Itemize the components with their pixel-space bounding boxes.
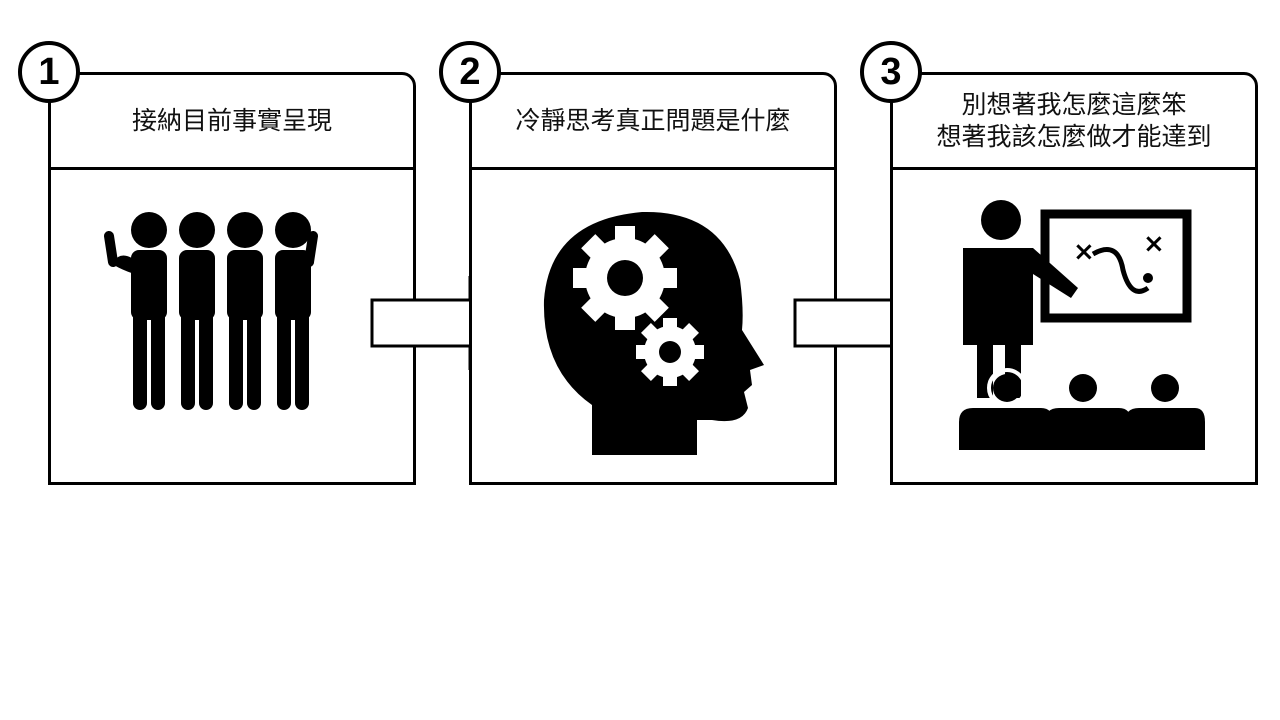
step-2-panel: 冷靜思考真正問題是什麼 — [469, 72, 837, 485]
svg-text:×: × — [1143, 229, 1165, 259]
step-3-header: 別想著我怎麼這麼笨 想著我該怎麼做才能達到 — [893, 75, 1255, 170]
step-1-number-badge: 1 — [18, 41, 80, 103]
step-1-header: 接納目前事實呈現 — [51, 75, 413, 170]
svg-text:×: × — [1073, 237, 1095, 267]
step-1-panel: 接納目前事實呈現 — [48, 72, 416, 485]
teacher-presentation-icon: ×× — [893, 170, 1255, 482]
step-3-text-line-2: 想著我該怎麼做才能達到 — [936, 122, 1212, 151]
step-3-text-line-1: 別想著我怎麼這麼笨 — [961, 90, 1187, 119]
group-of-people-icon — [51, 170, 413, 482]
step-2-text: 冷靜思考真正問題是什麼 — [515, 106, 791, 135]
step-1-text: 接納目前事實呈現 — [131, 106, 332, 135]
step-3-panel: 別想著我怎麼這麼笨 想著我該怎麼做才能達到 ×× — [890, 72, 1258, 485]
head-with-gears-icon — [472, 170, 834, 482]
step-2-number-badge: 2 — [439, 41, 501, 103]
step-2-header: 冷靜思考真正問題是什麼 — [472, 75, 834, 170]
step-3-number-badge: 3 — [860, 41, 922, 103]
